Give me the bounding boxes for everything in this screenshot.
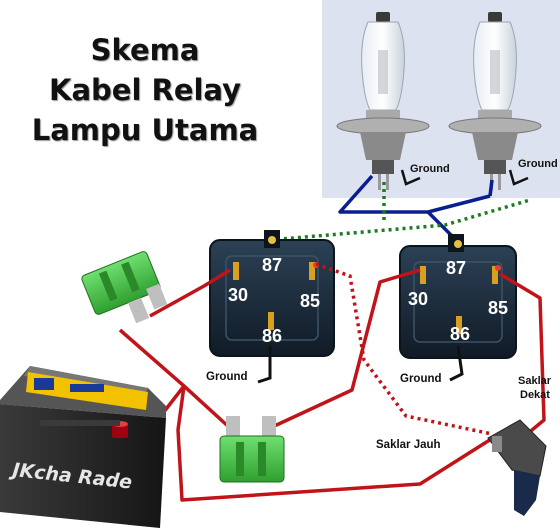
blue-wire-bulb2 xyxy=(488,179,494,197)
bulb-right-ground-label: Ground xyxy=(518,158,558,170)
battery xyxy=(0,366,166,528)
relay-right-pin-85: 85 xyxy=(488,298,508,318)
fuse-top xyxy=(81,251,168,324)
relay-right-pin-87: 87 xyxy=(446,258,466,278)
relay-right-pin-30: 30 xyxy=(408,289,428,309)
title-line-3: Lampu Utama xyxy=(31,113,259,147)
relay-left xyxy=(209,230,335,357)
relay-left-pin-30: 30 xyxy=(228,285,248,305)
switch-far-label: Saklar Jauh xyxy=(376,439,441,451)
bulb-right-ground-wire xyxy=(508,169,529,186)
relay-left-pin-86: 86 xyxy=(262,326,282,346)
title-line-2: Kabel Relay xyxy=(48,73,242,107)
bulb-photo-background xyxy=(322,0,560,198)
green-dotted-wire-high-beam xyxy=(269,182,531,242)
relay-right xyxy=(399,234,517,359)
headlight-bulb-right xyxy=(448,12,542,190)
headlight-bulb-left xyxy=(336,12,430,190)
relay-right-pin-86: 86 xyxy=(450,324,470,344)
relay-left-ground-label: Ground xyxy=(206,371,248,383)
title-line-1: Skema xyxy=(90,33,200,67)
diagram-title: Skema Kabel Relay Lampu Utama xyxy=(10,30,280,150)
bulb-left-ground-wire xyxy=(400,169,421,186)
relay-right-ground-label: Ground xyxy=(400,373,442,385)
relay-left-pin-87: 87 xyxy=(262,255,282,275)
relay-left-pin-85: 85 xyxy=(300,291,320,311)
fuse-bottom xyxy=(219,416,285,483)
relay-left-ground-wire xyxy=(257,346,272,384)
red-dotted-switch-wires xyxy=(315,262,493,436)
relay-right-ground-wire xyxy=(449,345,464,382)
headlight-switch xyxy=(487,419,547,516)
bulb-left-ground-label: Ground xyxy=(410,163,450,175)
red-power-wires xyxy=(118,268,546,502)
